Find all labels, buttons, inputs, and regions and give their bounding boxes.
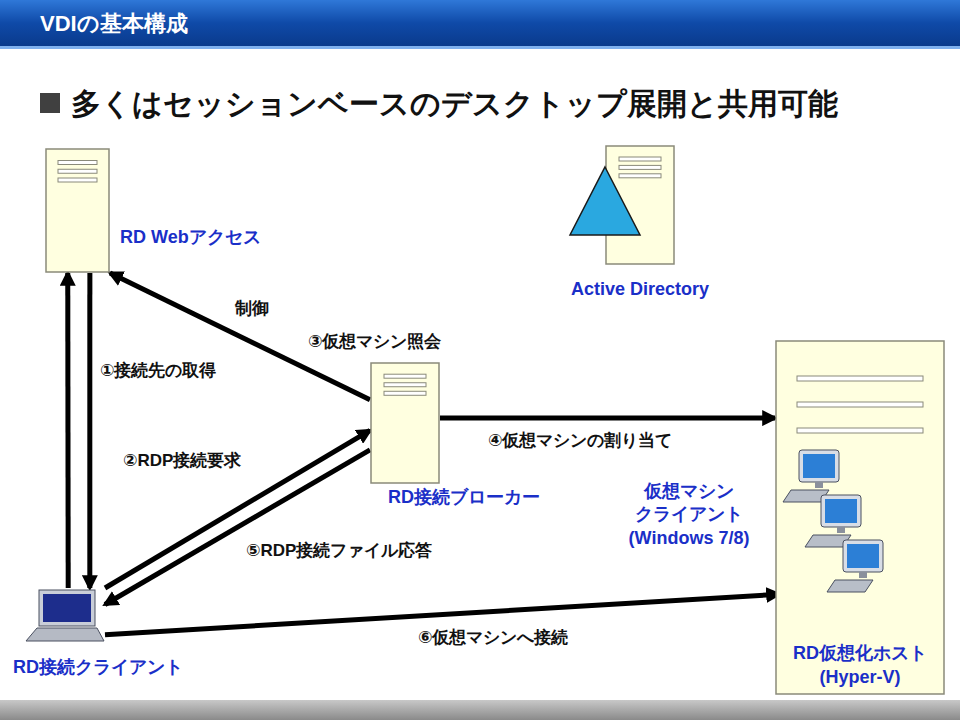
arrow-connector — [87, 273, 92, 588]
edge-label: ⑤RDP接続ファイル応答 — [243, 540, 435, 562]
arrow-connector — [105, 450, 370, 605]
edge-label: ①接続先の取得 — [97, 360, 219, 382]
drive-bay — [797, 376, 923, 381]
laptop-screen — [43, 594, 91, 622]
drive-bay — [58, 178, 97, 182]
node-icon — [605, 145, 675, 265]
laptop-base — [26, 628, 104, 641]
drive-bay — [384, 383, 426, 387]
node-laptop: RD接続クライアント — [25, 588, 105, 643]
node-server: RD接続ブローカー — [370, 362, 440, 484]
drive-bay — [797, 402, 923, 407]
node-tower: RD仮想化ホスト (Hyper-V) 仮想マシン クライアント (Windows … — [775, 340, 945, 695]
laptop-lid — [39, 590, 95, 626]
edge-label: 制御 — [232, 298, 272, 320]
vm-pc-icon — [827, 540, 883, 592]
title-holder: VDIの基本構成 — [40, 9, 188, 39]
node-pcs: 仮想マシン クライアント (Windows 7/8) — [779, 435, 889, 610]
edge-label: ④仮想マシンの割り当て — [485, 430, 675, 452]
node-icon — [370, 362, 440, 484]
node-label: 仮想マシン クライアント (Windows 7/8) — [609, 480, 769, 550]
vm-pc-icon — [805, 495, 861, 547]
arrow-connector — [105, 430, 370, 588]
text-holder: Active Directory — [550, 278, 730, 301]
vm-pc-icon — [783, 450, 839, 502]
drive-bay — [619, 165, 661, 169]
node-icon — [25, 588, 105, 643]
arrow-connector — [65, 273, 70, 588]
label-holder: ③仮想マシン照会 — [305, 330, 444, 353]
drive-bay — [58, 161, 97, 165]
text-holder: RD接続クライアント — [13, 656, 183, 679]
drive-bay — [58, 169, 97, 173]
node-server: RD Webアクセス — [45, 148, 110, 273]
host-tower — [776, 341, 944, 694]
node-label: Active Directory — [550, 278, 730, 301]
slide-title: VDIの基本構成 — [40, 9, 188, 39]
subtitle: 多くはセッションベースのデスクトップ展開と共用可能 — [68, 84, 841, 125]
header-band — [0, 0, 960, 46]
edge-label: ②RDP接続要求 — [120, 450, 244, 472]
edge-label: ⑥仮想マシンへ接続 — [415, 627, 571, 649]
drive-bay — [797, 428, 923, 433]
text-holder: RD仮想化ホスト (Hyper-V) — [780, 642, 940, 689]
header-stripe — [0, 46, 960, 49]
drive-bay — [619, 174, 661, 178]
node-label: RD接続クライアント — [13, 656, 183, 679]
bullet-square — [40, 93, 60, 113]
node-ad: Active Directory — [605, 145, 675, 265]
drive-bay — [384, 391, 426, 395]
text-holder: RD Webアクセス — [120, 226, 261, 249]
node-icon — [779, 435, 889, 610]
node-label: RD仮想化ホスト (Hyper-V) — [780, 642, 940, 689]
text-holder: 仮想マシン クライアント (Windows 7/8) — [609, 480, 769, 550]
server-body — [371, 363, 439, 483]
label-holder: 多くはセッションベースのデスクトップ展開と共用可能 — [68, 84, 841, 125]
node-label: RD接続ブローカー — [388, 486, 540, 509]
step-label: ③仮想マシン照会 — [305, 330, 444, 353]
text-holder: RD接続ブローカー — [388, 486, 540, 509]
drive-bay — [384, 374, 426, 378]
footer-band — [0, 700, 960, 720]
node-label: RD Webアクセス — [120, 226, 261, 249]
drive-bay — [619, 157, 661, 161]
arrow-connector — [440, 416, 775, 421]
node-icon — [45, 148, 110, 273]
server-body — [46, 149, 109, 272]
directory-triangle — [570, 167, 640, 235]
